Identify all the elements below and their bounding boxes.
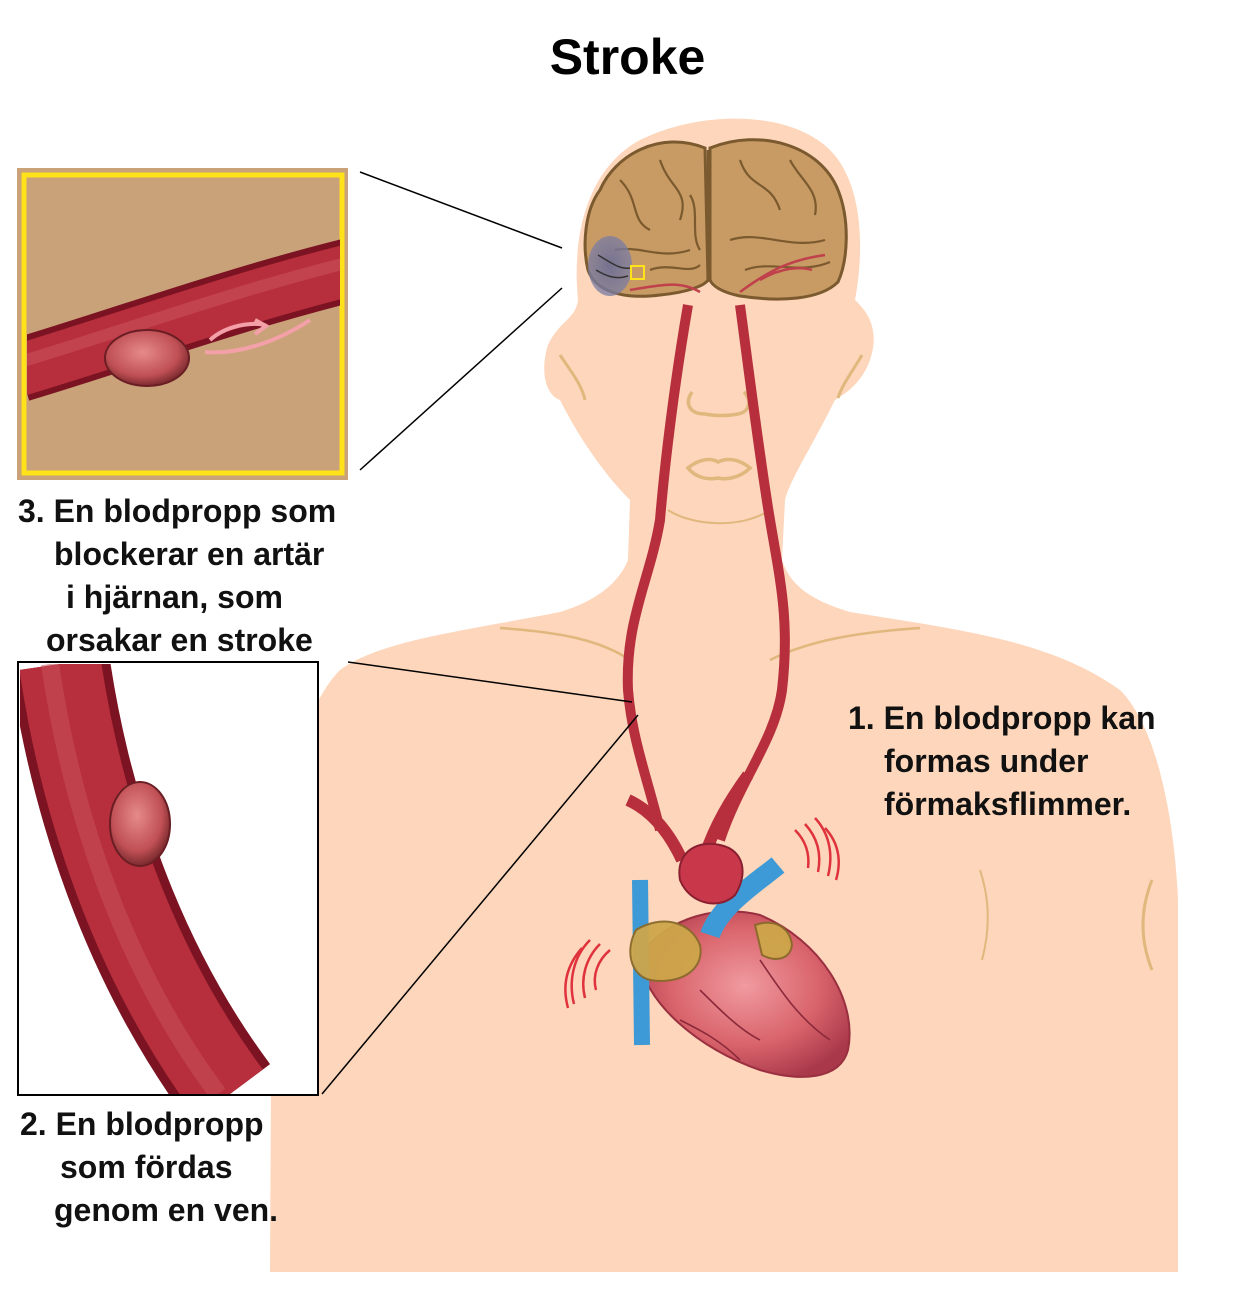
armpit-right <box>1141 879 1154 971</box>
ear-right <box>836 354 864 399</box>
chest-line-right <box>979 869 989 961</box>
mouth <box>685 457 753 481</box>
inset-brain-artery <box>17 168 348 480</box>
label-step-2-line-1: 2. En blodpropp <box>20 1106 264 1142</box>
fibrillation-lines <box>564 817 840 1009</box>
ear-left <box>558 354 587 401</box>
label-step-1: 1. En blodpropp kan formas under förmaks… <box>848 697 1156 826</box>
label-step-3-line-4: orsakar en stroke <box>46 622 313 658</box>
label-step-1-line-3: förmaksflimmer. <box>884 786 1132 822</box>
label-step-2: 2. En blodpropp som fördas genom en ven. <box>20 1103 278 1232</box>
label-step-2-line-3: genom en ven. <box>54 1192 279 1228</box>
connector-lines <box>321 171 639 1095</box>
label-step-2-line-2: som fördas <box>60 1149 233 1185</box>
label-step-3: 3. En blodpropp som blockerar en artär i… <box>18 490 336 662</box>
inset-vein <box>17 661 319 1096</box>
brain <box>583 138 848 301</box>
diagram-title: Stroke <box>549 29 706 85</box>
label-step-1-line-1: 1. En blodpropp kan <box>848 700 1156 736</box>
collarbone-left <box>499 626 631 662</box>
label-step-3-line-1: 3. En blodpropp som <box>18 493 337 529</box>
label-step-3-line-2: blockerar en artär <box>54 536 325 572</box>
heart <box>629 842 851 1078</box>
zoom-box-marker <box>630 265 645 280</box>
body-silhouette <box>270 118 1178 1273</box>
label-step-1-line-2: formas under <box>884 743 1089 779</box>
chin <box>667 509 771 525</box>
label-step-3-line-3: i hjärnan, som <box>66 579 283 615</box>
